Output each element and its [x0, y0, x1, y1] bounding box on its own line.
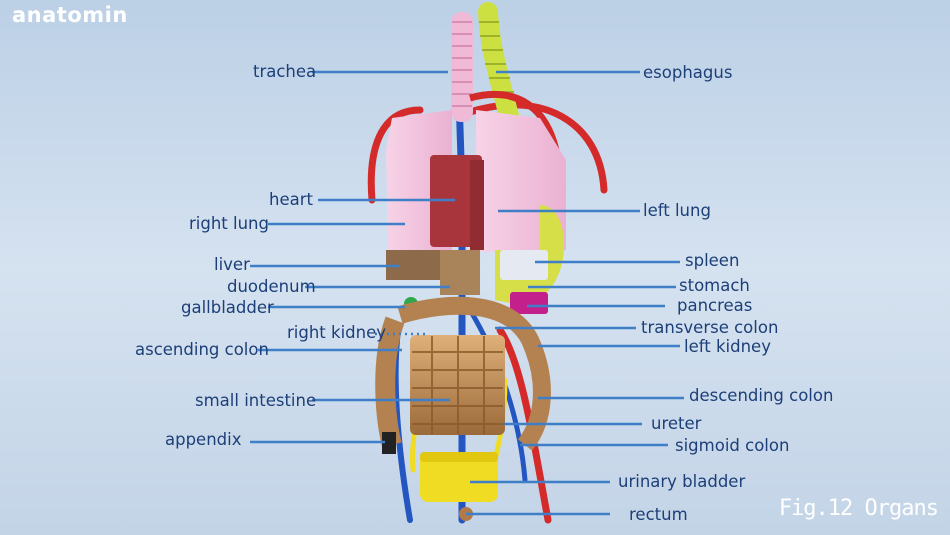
label-urinary-bladder: urinary bladder	[618, 472, 746, 491]
label-spleen: spleen	[685, 251, 740, 270]
label-small-intestine: small intestine	[195, 391, 317, 410]
label-descending-colon: descending colon	[689, 386, 834, 405]
label-heart: heart	[269, 190, 313, 209]
leader-lines	[250, 70, 684, 516]
label-left-lung: left lung	[643, 201, 711, 220]
label-rectum: rectum	[629, 505, 688, 524]
label-left-kidney: left kidney	[684, 337, 771, 356]
label-appendix: appendix	[165, 430, 242, 449]
lungs-shape	[386, 110, 566, 252]
intestines-shape	[375, 296, 551, 454]
brand-name: anatomin	[12, 3, 128, 27]
label-liver: liver	[214, 255, 250, 274]
stomach-shape	[495, 205, 565, 314]
label-trachea: trachea	[253, 62, 317, 81]
trachea-shape	[451, 12, 473, 122]
figure-caption: Fig.12 Organs	[778, 496, 939, 521]
label-right-kidney: right kidney	[287, 323, 386, 342]
label-sigmoid-colon: sigmoid colon	[675, 436, 790, 455]
label-gallbladder: gallbladder	[181, 298, 274, 317]
label-pancreas: pancreas	[677, 296, 753, 315]
label-ureter: ureter	[651, 414, 702, 433]
brand-logo: anatomin	[12, 3, 128, 27]
label-stomach: stomach	[679, 276, 750, 295]
label-right-lung: right lung	[189, 214, 269, 233]
label-esophagus: esophagus	[643, 63, 733, 82]
bladder-shape	[420, 452, 498, 521]
label-transverse-colon: transverse colon	[641, 318, 779, 337]
label-duodenum: duodenum	[227, 277, 316, 296]
label-ascending-colon: ascending colon	[135, 340, 269, 359]
